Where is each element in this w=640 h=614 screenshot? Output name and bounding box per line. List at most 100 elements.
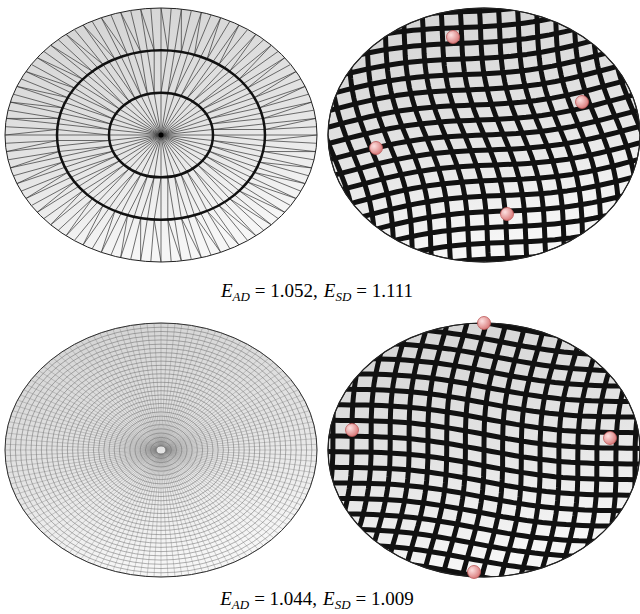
mesh-edge bbox=[165, 366, 279, 447]
mesh-edge bbox=[213, 129, 265, 130]
mesh-line bbox=[229, 538, 640, 579]
mesh-line bbox=[272, 203, 640, 281]
mesh-edge bbox=[109, 135, 161, 141]
mesh-edge bbox=[120, 454, 160, 573]
mesh-edge bbox=[260, 162, 309, 176]
mesh-edge bbox=[147, 324, 161, 447]
mesh-line bbox=[221, 568, 640, 609]
mesh-edge bbox=[58, 453, 157, 546]
mesh-edge bbox=[207, 18, 221, 59]
mesh-edge bbox=[263, 151, 316, 152]
mesh-edge bbox=[206, 93, 251, 114]
mesh-line bbox=[629, 0, 640, 297]
mesh-edge bbox=[111, 215, 128, 255]
mesh-edge bbox=[265, 127, 317, 130]
mesh-edge bbox=[116, 135, 161, 156]
mesh-edge bbox=[163, 331, 216, 446]
mesh-edge bbox=[163, 454, 216, 569]
mesh-edge bbox=[61, 146, 111, 157]
mesh-edge bbox=[162, 328, 202, 447]
mesh-edge bbox=[141, 9, 155, 50]
mesh-edge bbox=[151, 8, 154, 50]
mesh-edge bbox=[168, 8, 171, 50]
mesh-edge bbox=[101, 211, 115, 252]
mesh-edge bbox=[165, 395, 301, 448]
mesh-edge bbox=[24, 390, 157, 448]
mesh-edge bbox=[74, 205, 103, 240]
mesh-line bbox=[275, 244, 640, 285]
mesh-edge bbox=[71, 93, 116, 114]
energy-value: = 1.052, bbox=[255, 280, 318, 301]
mesh-edge bbox=[209, 108, 260, 119]
mesh-edge bbox=[164, 453, 264, 546]
mesh-line bbox=[274, 260, 640, 301]
mesh-edge bbox=[103, 65, 129, 102]
mesh-edge bbox=[168, 51, 175, 93]
mesh-edge bbox=[162, 326, 196, 446]
energy-subscript: AD bbox=[232, 597, 249, 612]
mesh-edge bbox=[128, 55, 142, 96]
mesh-edge bbox=[213, 124, 265, 130]
mesh-line bbox=[255, 111, 640, 189]
mesh-edge bbox=[161, 324, 175, 447]
mesh-edge bbox=[188, 217, 202, 258]
singularity-marker bbox=[370, 142, 383, 155]
mesh-edge bbox=[164, 453, 253, 553]
energy-value: = 1.111 bbox=[356, 280, 413, 301]
mesh-edge bbox=[162, 454, 189, 575]
mesh-edge bbox=[175, 219, 182, 261]
mesh-edge bbox=[165, 375, 287, 447]
mesh-edge bbox=[134, 176, 147, 217]
mesh-line bbox=[262, 321, 640, 362]
mesh-edge bbox=[109, 172, 135, 209]
mesh-edge bbox=[175, 176, 182, 218]
mesh-edge bbox=[168, 177, 175, 219]
mesh-edge bbox=[147, 454, 161, 577]
mesh-edge bbox=[15, 451, 157, 494]
mesh-edge bbox=[161, 135, 162, 177]
mesh-edge bbox=[5, 127, 57, 130]
singularity-marker bbox=[604, 432, 617, 445]
mesh-center bbox=[159, 133, 164, 138]
mesh-edge bbox=[262, 157, 312, 168]
mesh-edge bbox=[188, 12, 202, 53]
mesh-line bbox=[245, 461, 640, 502]
mesh-line bbox=[519, 0, 602, 323]
mesh-edge bbox=[181, 9, 182, 52]
mesh-edge bbox=[164, 354, 264, 447]
mesh-line bbox=[224, 553, 640, 594]
mesh-edge bbox=[219, 29, 248, 64]
mesh-edge bbox=[111, 135, 161, 146]
mesh-edge bbox=[65, 103, 113, 119]
mesh-line bbox=[500, 0, 583, 325]
mesh-edge bbox=[27, 452, 157, 515]
mesh-edge bbox=[181, 174, 195, 215]
mesh-edge bbox=[230, 199, 272, 225]
energy-symbol: E bbox=[221, 280, 233, 301]
mesh-edge bbox=[164, 347, 253, 447]
mesh-edge bbox=[44, 366, 158, 447]
mesh-line bbox=[238, 0, 321, 364]
mesh-edge bbox=[206, 156, 251, 177]
singularity-marker bbox=[346, 424, 359, 437]
mesh-edge bbox=[254, 172, 305, 183]
mesh-line bbox=[624, 269, 640, 614]
mesh-edge bbox=[15, 405, 157, 448]
mesh-edge bbox=[5, 135, 57, 136]
mesh-edge bbox=[265, 141, 317, 144]
mesh-edge bbox=[35, 375, 157, 447]
mesh-edge bbox=[121, 174, 141, 213]
mesh-edge bbox=[100, 333, 160, 446]
mesh-edge bbox=[48, 362, 157, 447]
mesh-edge bbox=[44, 453, 158, 534]
mesh-edge bbox=[8, 152, 59, 160]
mesh-edge bbox=[17, 86, 65, 102]
mesh-edge bbox=[194, 15, 211, 55]
mesh-edge bbox=[164, 344, 247, 447]
mesh-edge bbox=[181, 10, 191, 52]
mesh-edge bbox=[161, 135, 213, 136]
mesh-edge bbox=[133, 325, 160, 446]
mesh-edge bbox=[120, 328, 160, 447]
mesh-edge bbox=[265, 135, 317, 141]
mesh-lines bbox=[211, 0, 640, 367]
